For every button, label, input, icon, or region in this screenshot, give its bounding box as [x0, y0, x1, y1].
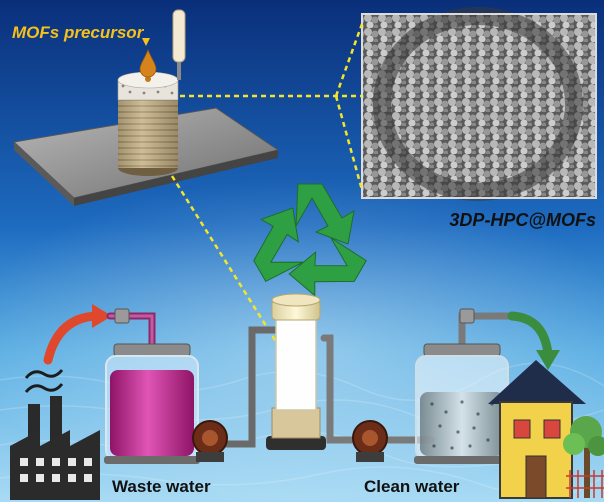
fence: [566, 470, 604, 498]
factory-icon: [10, 369, 100, 500]
tree-icon: [563, 416, 604, 498]
label-waste-water: Waste water: [112, 477, 211, 496]
valve-waste: [114, 308, 130, 324]
label-3dp-hpc-mofs: 3DP-HPC@MOFs: [449, 210, 596, 230]
label-mofs-precursor: MOFs precursor: [12, 23, 145, 42]
precursor-pointer: [142, 38, 150, 46]
label-clean-water: Clean water: [364, 477, 460, 496]
nozzle-tip: [177, 62, 181, 80]
plate-edge-left: [14, 142, 74, 206]
sem-inset: [361, 7, 597, 201]
arrow-waste-in-head: [92, 304, 112, 328]
pump-right: [352, 420, 388, 462]
clean-water-tank: [414, 343, 510, 464]
plate-edge-right: [74, 150, 278, 206]
pump-left: [192, 420, 228, 462]
recycle-icon: [253, 183, 367, 297]
adsorption-column: [266, 293, 326, 450]
valve-clean: [459, 308, 475, 324]
precursor-droplet: [139, 48, 157, 78]
arrow-waste-in: [43, 311, 101, 365]
house-icon: [488, 360, 586, 499]
print-nozzle: [172, 9, 186, 63]
arrow-clean-out: [507, 311, 553, 359]
printing-scene: [12, 9, 280, 206]
waste-water-tank: [104, 343, 200, 464]
arrow-clean-out-head: [536, 350, 560, 370]
